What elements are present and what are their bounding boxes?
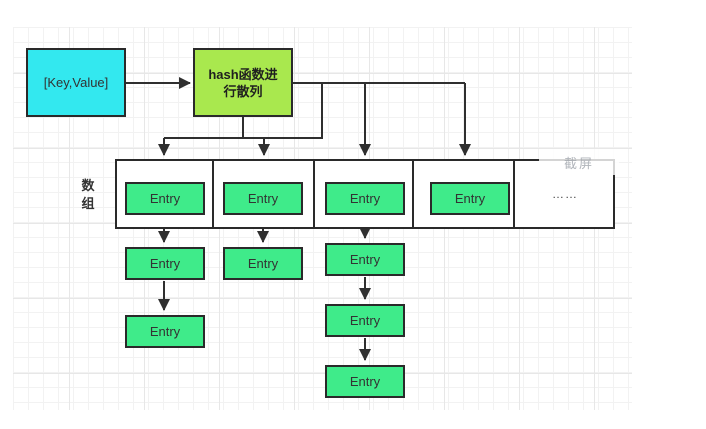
hash-label-line2: 行散列: [223, 83, 263, 99]
bucket-1-chain-entry-1: Entry: [125, 247, 205, 280]
hash-label-line1: hash函数进: [208, 66, 278, 82]
entry-label: Entry: [349, 313, 381, 328]
array-label-char-1: 数: [81, 178, 95, 193]
array-divider-3: [412, 161, 414, 227]
entry-label: Entry: [247, 256, 279, 271]
entry-label: Entry: [247, 191, 279, 206]
bucket-4-entry: Entry: [430, 182, 510, 215]
screenshot-watermark: 截屏: [539, 149, 619, 175]
array-label: 数 组: [72, 177, 104, 213]
entry-label: Entry: [349, 191, 381, 206]
entry-label: Entry: [349, 374, 381, 389]
array-divider-2: [313, 161, 315, 227]
entry-label: Entry: [454, 191, 486, 206]
array-divider-4: [513, 161, 515, 227]
array-divider-1: [212, 161, 214, 227]
bucket-3-chain-entry-2: Entry: [325, 304, 405, 337]
bucket-2-chain-entry-1: Entry: [223, 247, 303, 280]
bucket-3-chain-entry-1: Entry: [325, 243, 405, 276]
node-key-value: [Key,Value]: [26, 48, 126, 117]
entry-label: Entry: [149, 324, 181, 339]
bucket-2-entry: Entry: [223, 182, 303, 215]
entry-label: Entry: [149, 256, 181, 271]
connector-hash-bottom-rail: [164, 83, 323, 139]
entry-label: Entry: [349, 252, 381, 267]
node-hash-function: hash函数进 行散列: [193, 48, 293, 117]
bucket-1-chain-entry-2: Entry: [125, 315, 205, 348]
array-label-char-2: 组: [81, 196, 95, 211]
bucket-3-entry: Entry: [325, 182, 405, 215]
entry-label: Entry: [149, 191, 181, 206]
bucket-3-chain-entry-3: Entry: [325, 365, 405, 398]
bucket-1-entry: Entry: [125, 182, 205, 215]
key-value-label: [Key,Value]: [43, 75, 109, 90]
bucket-5-ellipsis: ……: [552, 187, 578, 201]
